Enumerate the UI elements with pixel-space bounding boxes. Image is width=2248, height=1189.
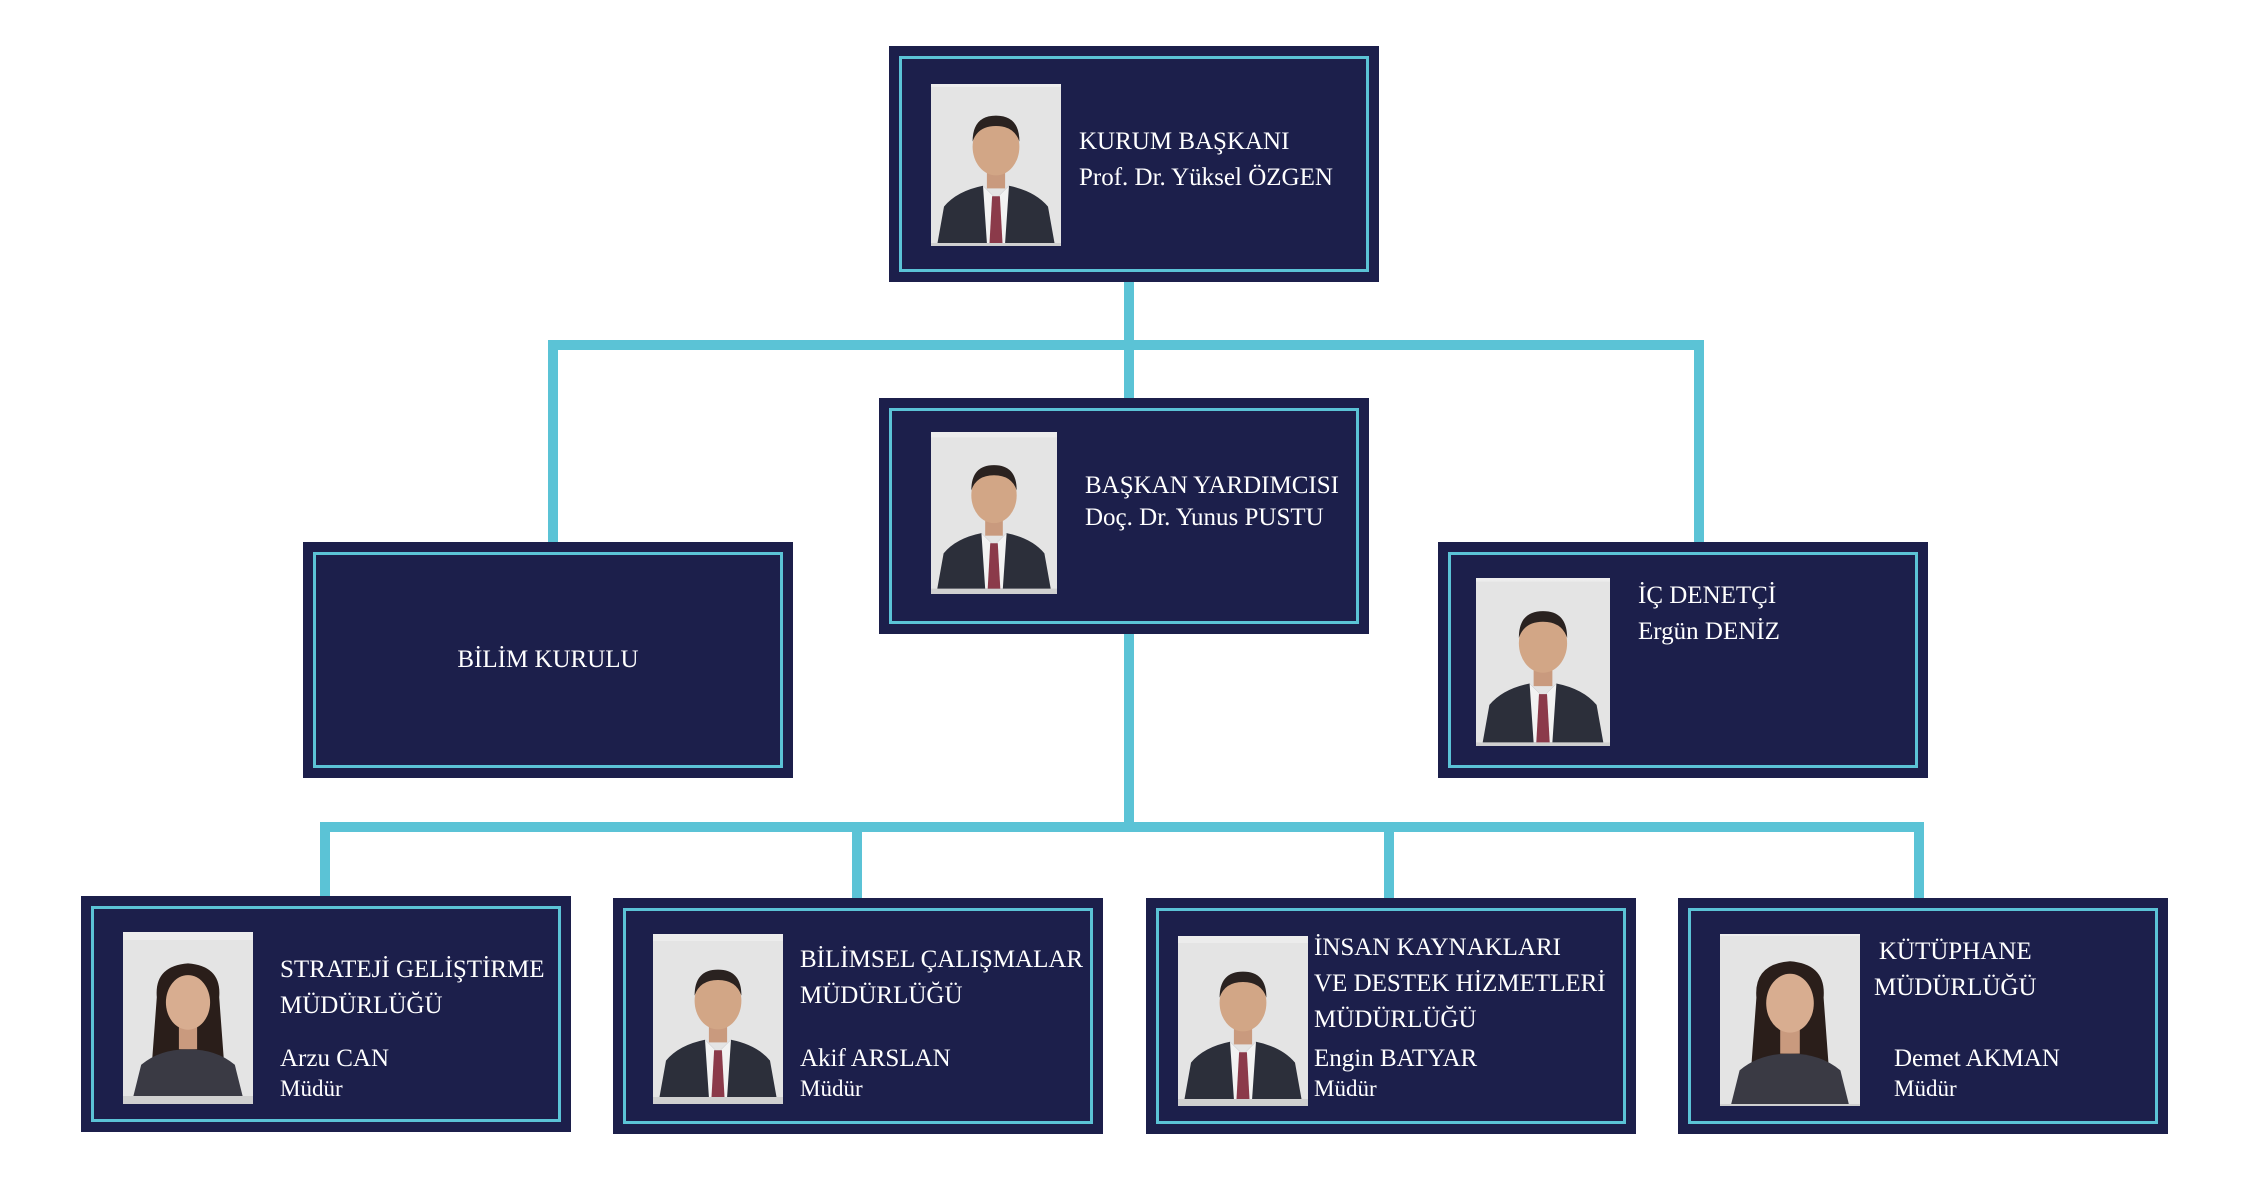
department-title-line: MÜDÜRLÜĞÜ (1314, 1006, 1477, 1033)
department-box-border (1688, 908, 2158, 1124)
internal-auditor-title: İÇ DENETÇİ (1638, 582, 1777, 609)
connector-vice-down (1124, 632, 1134, 832)
president-text: KURUM BAŞKANI Prof. Dr. Yüksel ÖZGEN (1079, 124, 1333, 196)
department-manager-name: Akif ARSLAN (800, 1045, 951, 1072)
vice-president-box-border (889, 408, 1359, 624)
department-title-line: STRATEJİ GELİŞTİRME (280, 956, 545, 983)
president-title: KURUM BAŞKANI (1079, 128, 1290, 155)
vice-president-box: BAŞKAN YARDIMCISI Doç. Dr. Yunus PUSTU (879, 398, 1369, 634)
connector-dept-1 (320, 822, 330, 898)
department-box-library: KÜTÜPHANE MÜDÜRLÜĞÜ Demet AKMAN Müdür (1678, 898, 2168, 1134)
vice-president-title: BAŞKAN YARDIMCISI (1085, 472, 1339, 499)
department-person: Demet AKMAN Müdür (1894, 1044, 2060, 1104)
department-manager-name: Demet AKMAN (1894, 1045, 2060, 1072)
department-manager-role: Müdür (1894, 1076, 1957, 1101)
vice-president-name: Doç. Dr. Yunus PUSTU (1085, 504, 1324, 531)
science-board-title: BİLİM KURULU (457, 646, 639, 673)
department-title-line: MÜDÜRLÜĞÜ (280, 992, 443, 1019)
department-title: BİLİMSEL ÇALIŞMALAR MÜDÜRLÜĞÜ (800, 942, 1083, 1014)
department-box-border (91, 906, 561, 1122)
department-title-line: BİLİMSEL ÇALIŞMALAR (800, 946, 1084, 973)
department-manager-name: Arzu CAN (280, 1045, 390, 1072)
science-board-box: BİLİM KURULU (303, 542, 793, 778)
science-board-box-border (313, 552, 783, 768)
department-person: Arzu CAN Müdür (280, 1044, 389, 1104)
department-box-border (1156, 908, 1626, 1124)
connector-top-horizontal (548, 340, 1704, 350)
department-manager-role: Müdür (800, 1076, 863, 1101)
department-person: Akif ARSLAN Müdür (800, 1044, 951, 1104)
department-box-strategy: STRATEJİ GELİŞTİRME MÜDÜRLÜĞÜ Arzu CAN M… (81, 896, 571, 1132)
department-title-line: MÜDÜRLÜĞÜ (1874, 974, 2037, 1001)
department-title-line: MÜDÜRLÜĞÜ (800, 982, 963, 1009)
woman-portrait-icon (123, 932, 253, 1104)
department-manager-role: Müdür (280, 1076, 343, 1101)
department-box-science: BİLİMSEL ÇALIŞMALAR MÜDÜRLÜĞÜ Akif ARSLA… (613, 898, 1103, 1134)
department-title: KÜTÜPHANE MÜDÜRLÜĞÜ (1874, 934, 2037, 1006)
man-portrait-icon (1178, 936, 1308, 1106)
department-title: İNSAN KAYNAKLARI VE DESTEK HİZMETLERİ MÜ… (1314, 930, 1606, 1038)
president-name: Prof. Dr. Yüksel ÖZGEN (1079, 164, 1333, 191)
connector-dept-4 (1914, 822, 1924, 898)
connector-internal-auditor (1694, 340, 1704, 542)
department-person: Engin BATYAR Müdür (1314, 1044, 1477, 1104)
department-box-hr: İNSAN KAYNAKLARI VE DESTEK HİZMETLERİ MÜ… (1146, 898, 1636, 1134)
president-box-border (899, 56, 1369, 272)
connector-dept-3 (1384, 822, 1394, 898)
man-portrait-icon (1476, 578, 1610, 746)
president-box: KURUM BAŞKANI Prof. Dr. Yüksel ÖZGEN (889, 46, 1379, 282)
department-title-line: VE DESTEK HİZMETLERİ (1314, 970, 1606, 997)
connector-science-board (548, 340, 558, 542)
man-portrait-icon (931, 432, 1057, 594)
internal-auditor-box-border (1448, 552, 1918, 768)
internal-auditor-name: Ergün DENİZ (1638, 618, 1780, 645)
man-portrait-icon (931, 84, 1061, 246)
department-manager-name: Engin BATYAR (1314, 1045, 1478, 1072)
vice-president-text: BAŞKAN YARDIMCISI Doç. Dr. Yunus PUSTU (1085, 470, 1339, 534)
department-title-line: KÜTÜPHANE (1878, 938, 2032, 965)
woman-portrait-icon (1720, 934, 1860, 1106)
internal-auditor-text: İÇ DENETÇİ Ergün DENİZ (1638, 578, 1780, 650)
internal-auditor-box: İÇ DENETÇİ Ergün DENİZ (1438, 542, 1928, 778)
man-portrait-icon (653, 934, 783, 1104)
department-title-line: İNSAN KAYNAKLARI (1314, 934, 1561, 961)
department-manager-role: Müdür (1314, 1076, 1377, 1101)
connector-bottom-horizontal (320, 822, 1924, 832)
department-title: STRATEJİ GELİŞTİRME MÜDÜRLÜĞÜ (280, 952, 545, 1024)
department-box-border (623, 908, 1093, 1124)
connector-dept-2 (852, 822, 862, 898)
